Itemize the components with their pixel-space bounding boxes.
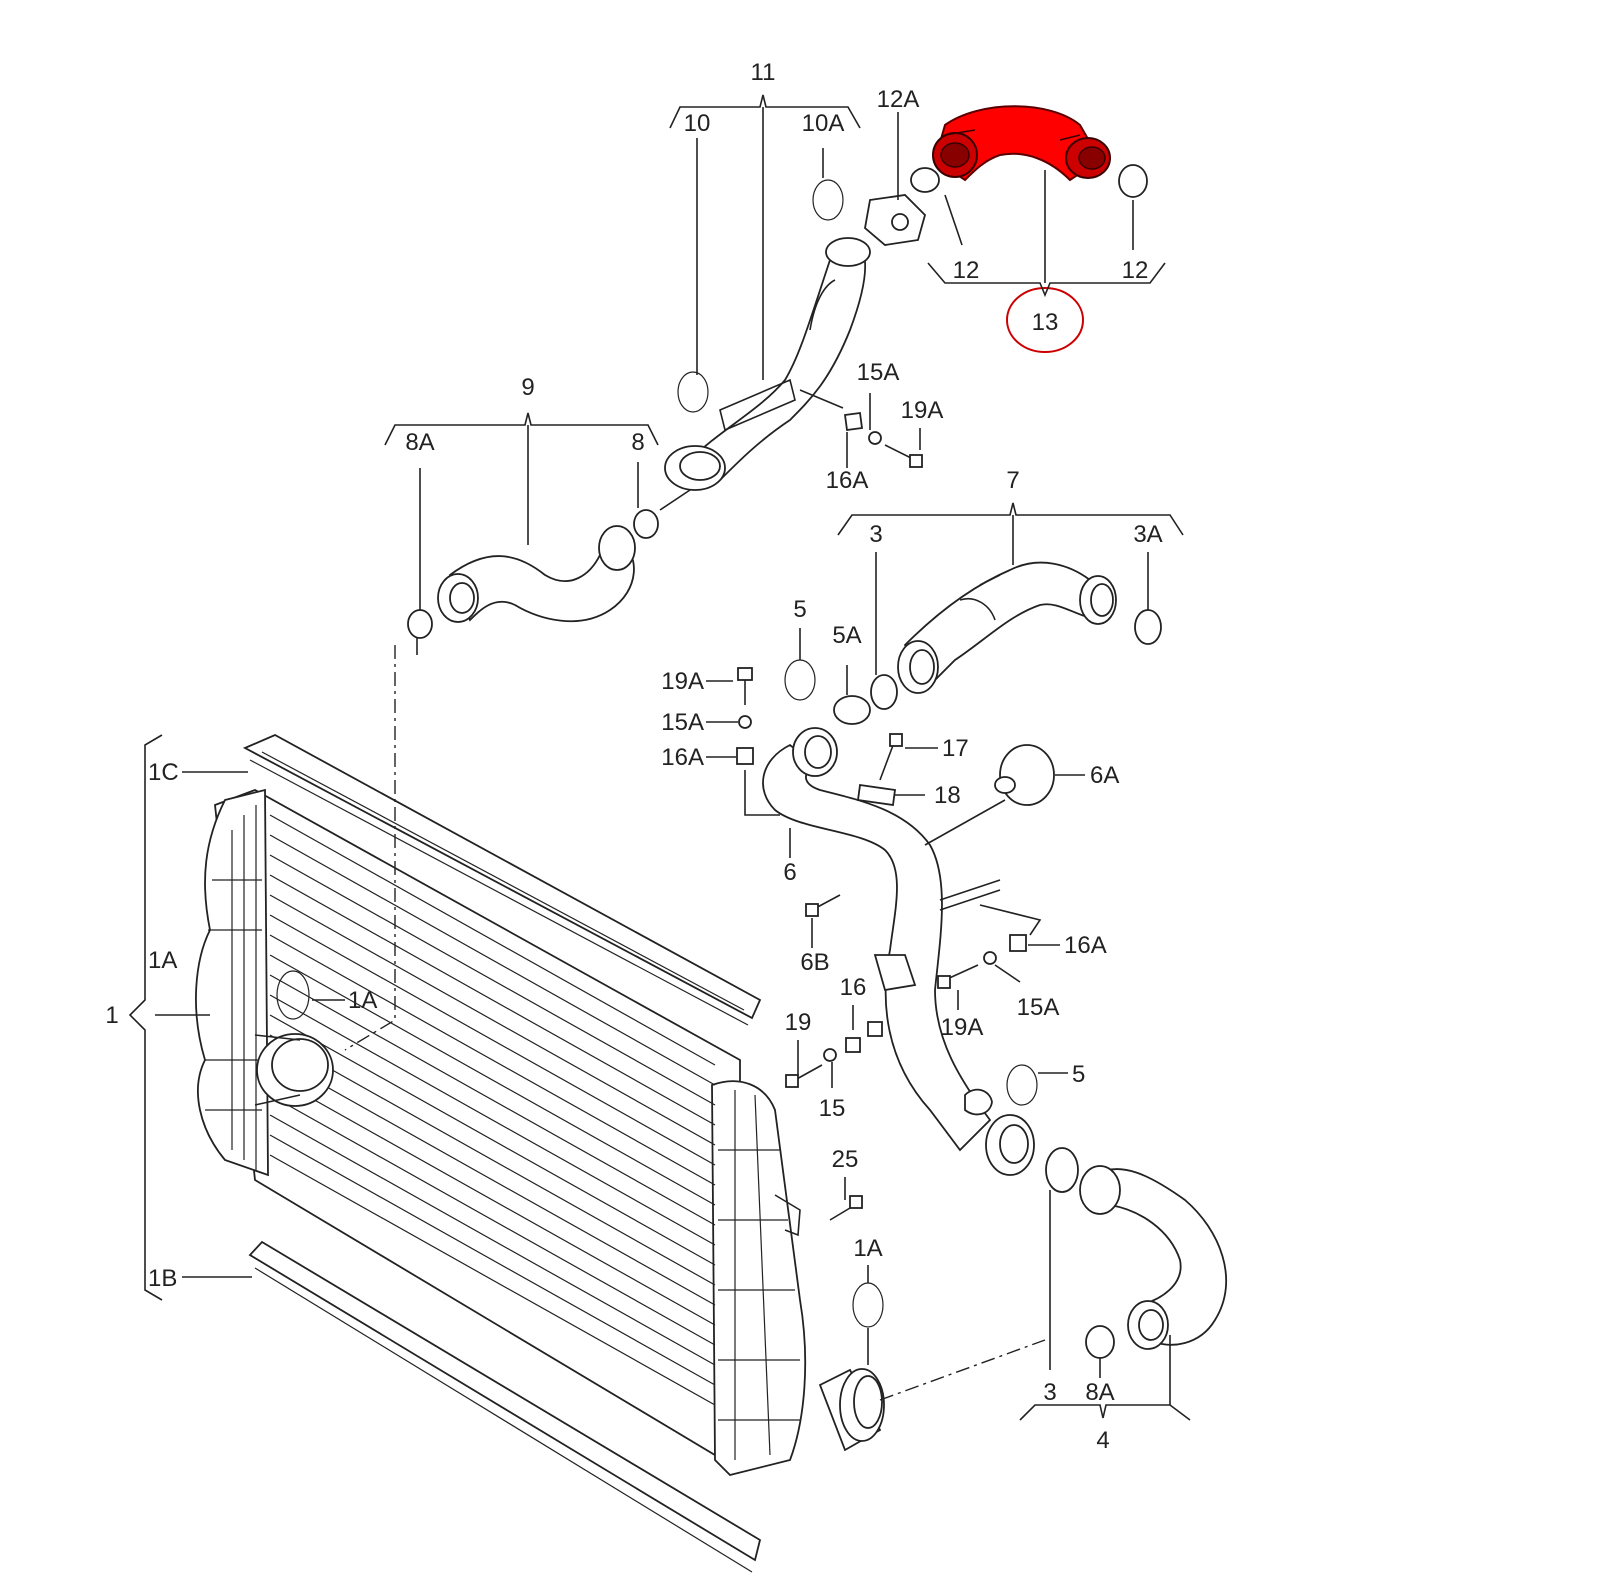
label-15A-top: 15A (857, 359, 900, 386)
leader-lines (128, 94, 1191, 1421)
ring-8A-low (1085, 1325, 1115, 1359)
label-13: 13 (1032, 309, 1059, 336)
label-1A-low: 1A (853, 1235, 882, 1262)
label-10A: 10A (802, 110, 845, 137)
hose-7 (870, 561, 1162, 710)
label-19A-right: 19A (941, 1014, 984, 1041)
label-6B: 6B (800, 949, 829, 976)
label-16A-mid: 16A (661, 744, 704, 771)
intercooler (195, 733, 885, 1573)
ring-12-left (910, 167, 940, 193)
label-1C: 1C (148, 759, 179, 786)
label-12-left: 12 (953, 257, 980, 284)
label-19A-mid: 19A (661, 668, 704, 695)
label-5A: 5A (832, 622, 861, 649)
label-9: 9 (521, 374, 534, 401)
label-12A: 12A (877, 86, 920, 113)
label-19A-top: 19A (901, 397, 944, 424)
label-16A-right: 16A (1064, 932, 1107, 959)
core-fins (269, 814, 716, 1406)
label-6A: 6A (1090, 762, 1119, 789)
ring-3A (1134, 609, 1162, 645)
label-10: 10 (684, 110, 711, 137)
label-5-top: 5 (793, 596, 806, 623)
charge-pipe-10 (664, 237, 871, 491)
label-1A-inlet: 1A (348, 987, 377, 1014)
label-16A-top: 16A (826, 467, 869, 494)
callout-circle-13 (1006, 287, 1084, 353)
hose-13-highlighted (932, 105, 1111, 182)
routing-lines (344, 645, 1046, 1401)
label-16: 16 (840, 974, 867, 1001)
label-4: 4 (1096, 1427, 1109, 1454)
label-8A-low: 8A (1085, 1379, 1114, 1406)
label-15A-right: 15A (1017, 994, 1060, 1021)
label-19: 19 (785, 1009, 812, 1036)
label-8A-top: 8A (405, 429, 434, 456)
part-labels: 11 10 10A 12A 12 12 13 9 8A 8 15A 19A 16… (105, 59, 1162, 1454)
intercooler-inlet (254, 1033, 334, 1107)
ring-12-right (1118, 164, 1148, 198)
ring-8A-top (407, 609, 433, 639)
clamp-5A (833, 695, 871, 725)
label-3A: 3A (1133, 521, 1162, 548)
ring-3-low (1045, 1147, 1079, 1193)
label-1A-left: 1A (148, 947, 177, 974)
label-25: 25 (832, 1146, 859, 1173)
charge-pipe-6 (762, 727, 1035, 1176)
ring-8 (633, 509, 659, 539)
label-17: 17 (942, 735, 969, 762)
label-11: 11 (751, 59, 776, 86)
intercooler-outlet (818, 1368, 885, 1452)
label-8: 8 (631, 429, 644, 456)
label-18: 18 (934, 782, 961, 809)
label-3-top: 3 (869, 521, 882, 548)
label-1B: 1B (148, 1265, 177, 1292)
clamp-12A (864, 194, 927, 246)
label-3-low: 3 (1043, 1379, 1056, 1406)
label-5-low: 5 (1072, 1061, 1085, 1088)
label-1: 1 (105, 1002, 118, 1029)
label-15A-mid: 15A (661, 709, 704, 736)
label-15: 15 (819, 1095, 846, 1122)
hose-9 (407, 509, 659, 639)
fasteners (736, 411, 1027, 1221)
label-12-right: 12 (1122, 257, 1149, 284)
sensor-6A (994, 744, 1055, 806)
label-7: 7 (1006, 467, 1019, 494)
ring-3-top (870, 674, 898, 710)
hose-4 (1045, 1147, 1228, 1359)
label-6: 6 (783, 859, 796, 886)
gaskets (276, 179, 1038, 1328)
